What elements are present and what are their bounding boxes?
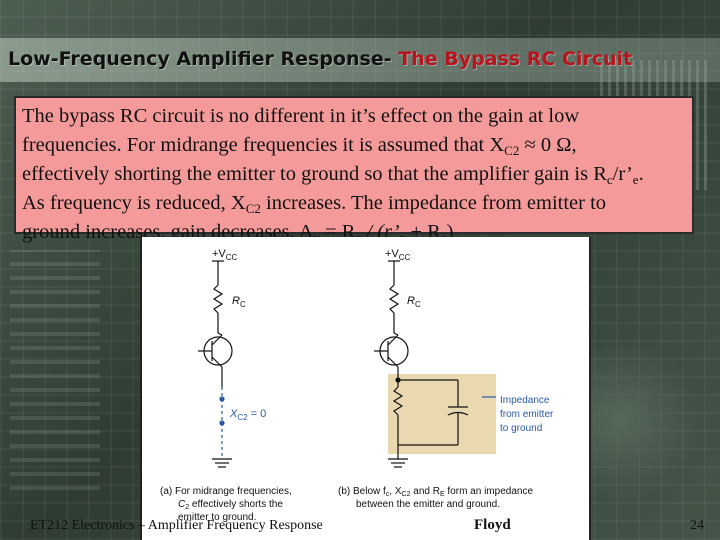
right-rc-resistor	[388, 284, 400, 314]
rc-left-label: RC	[232, 295, 246, 309]
circuit-figure: +VCC RC XC2 = 0 +VCC RC RE XC2 Impedance…	[140, 237, 591, 540]
caption-a-line3: emitter to ground.	[178, 512, 256, 523]
text-line-4: As frequency is reduced, XC2 increases. …	[22, 192, 607, 216]
impedance-label-3: to ground	[500, 423, 542, 434]
xc2-left-label: XC2 = 0	[229, 408, 266, 422]
re-resistor	[392, 386, 404, 416]
rc-right-label: RC	[407, 295, 421, 309]
footer-author: Floyd	[474, 517, 511, 533]
text-line-3: effectively shorting the emitter to grou…	[22, 163, 644, 187]
vcc-right-label: +VCC	[385, 248, 411, 262]
caption-b-line1: (b) Below fc, XC2 and RE form an impedan…	[338, 486, 533, 498]
title-highlight: The Bypass RC Circuit	[398, 48, 633, 70]
impedance-label-2: from emitter	[500, 409, 554, 420]
caption-b-line2: between the emitter and ground.	[356, 499, 500, 510]
text-line-2: frequencies. For midrange frequencies it…	[22, 134, 577, 158]
title-main: Low-Frequency Amplifier Response-	[8, 48, 399, 70]
caption-a-line1: (a) For midrange frequencies,	[160, 486, 292, 497]
footer-page-number: 24	[690, 518, 704, 533]
c2-plate-bottom	[447, 411, 469, 416]
explanation-textbox: The bypass RC circuit is no different in…	[14, 96, 694, 244]
text-line-1: The bypass RC circuit is no different in…	[22, 105, 580, 127]
left-rc-resistor	[212, 284, 224, 314]
footer-course: ET212 Electronics – Amplifier Frequency …	[30, 518, 323, 533]
vcc-left-label: +VCC	[212, 248, 238, 262]
circuit-diagram: +VCC RC XC2 = 0 +VCC RC RE XC2 Impedance…	[160, 248, 554, 523]
impedance-label-1: Impedance	[500, 395, 550, 406]
title-band	[0, 38, 720, 82]
caption-a-line2: C2 effectively shorts the	[178, 499, 283, 511]
slide-title: Low-Frequency Amplifier Response- The By…	[8, 48, 720, 70]
impedance-highlight-box	[388, 374, 496, 454]
